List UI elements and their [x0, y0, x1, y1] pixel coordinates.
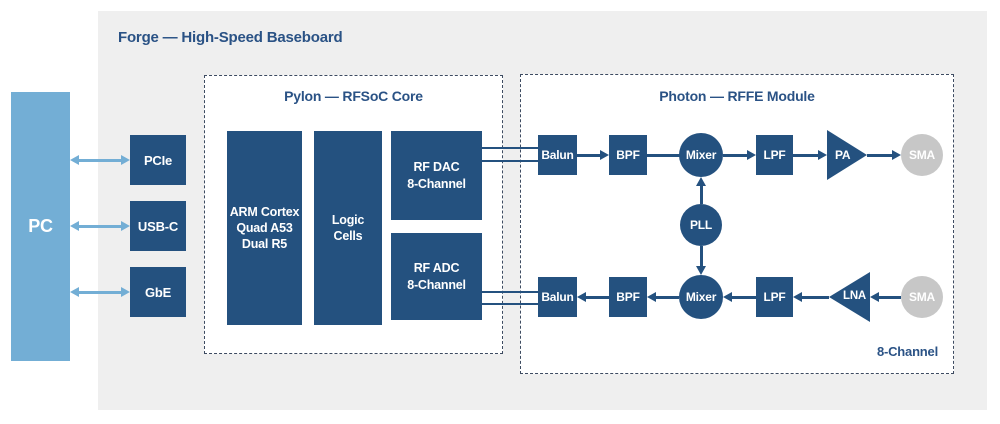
tx-sma-label: SMA	[908, 148, 936, 162]
rf-adc-line2: 8-Channel	[407, 277, 466, 292]
pc-label: PC	[28, 216, 53, 236]
rx-lpf-block: LPF	[756, 277, 793, 317]
rx-bpf-balun-arrow	[577, 292, 609, 302]
tx-lpf-pa-arrow	[793, 150, 827, 160]
board-title: Forge — High-Speed Baseboard	[118, 29, 343, 46]
pc-pcie-arrow	[70, 155, 130, 165]
usbc-label: USB-C	[137, 218, 179, 234]
rx-sma-lna-arrow	[870, 292, 901, 302]
dac-balun-line-2	[482, 160, 538, 162]
adc-balun-line-1	[482, 291, 538, 293]
arm-line1: ARM Cortex	[229, 204, 300, 219]
rx-lna-lpf-arrow	[793, 292, 829, 302]
tx-lpf-label: LPF	[763, 148, 786, 162]
tx-mixer-label: Mixer	[685, 148, 717, 162]
rx-sma-label: SMA	[908, 290, 936, 304]
arm-line3: Dual R5	[241, 237, 288, 252]
tx-balun-bpf-arrow	[577, 150, 609, 160]
photon-title: Photon — RFFE Module	[659, 88, 815, 104]
rf-dac-line2: 8-Channel	[407, 176, 466, 191]
pcie-block: PCIe	[130, 135, 186, 185]
logic-line2: Cells	[333, 229, 363, 243]
tx-bpf-label: BPF	[616, 148, 640, 162]
rx-balun-block: Balun	[538, 277, 577, 317]
tx-bpf-mixer-line	[647, 153, 680, 157]
gbe-label: GbE	[144, 284, 172, 300]
tx-sma-connector: SMA	[901, 134, 943, 176]
pll-circle: PLL	[680, 204, 722, 246]
usbc-block: USB-C	[130, 201, 186, 251]
tx-balun-block: Balun	[538, 135, 577, 175]
photon-module-box	[520, 74, 954, 374]
arm-line2: Quad A53	[236, 220, 293, 235]
gbe-block: GbE	[130, 267, 186, 317]
lna-amplifier-triangle	[829, 272, 870, 322]
pa-label: PA	[835, 148, 851, 162]
arm-cortex-block: ARM Cortex Quad A53 Dual R5	[227, 131, 302, 325]
rx-lpf-label: LPF	[763, 290, 786, 304]
tx-bpf-block: BPF	[609, 135, 647, 175]
photon-channel-note: 8-Channel	[876, 344, 938, 359]
dac-balun-line-1	[482, 147, 538, 149]
pll-label: PLL	[689, 218, 713, 232]
pylon-title: Pylon — RFSoC Core	[284, 88, 423, 104]
lna-label: LNA	[843, 290, 867, 302]
rx-mixer-label: Mixer	[685, 290, 717, 304]
rx-bpf-label: BPF	[616, 290, 640, 304]
pll-rxmixer-arrow	[696, 246, 706, 275]
rx-mixer-circle: Mixer	[679, 275, 723, 319]
rf-adc-block: RF ADC 8-Channel	[391, 233, 482, 320]
rx-lpf-mixer-arrow	[723, 292, 756, 302]
rf-dac-block: RF DAC 8-Channel	[391, 131, 482, 220]
tx-mixer-circle: Mixer	[679, 133, 723, 177]
pc-gbe-arrow	[70, 287, 130, 297]
logic-cells-block: Logic Cells	[314, 131, 382, 325]
tx-mixer-lpf-arrow	[723, 150, 756, 160]
tx-pa-sma-arrow	[867, 150, 901, 160]
rf-adc-line1: RF ADC	[413, 261, 460, 276]
tx-lpf-block: LPF	[756, 135, 793, 175]
pa-amplifier-triangle	[827, 130, 867, 180]
tx-balun-label: Balun	[541, 148, 574, 162]
rx-bpf-block: BPF	[609, 277, 647, 317]
pc-usbc-arrow	[70, 221, 130, 231]
rx-mixer-bpf-arrow	[647, 292, 679, 302]
rf-dac-line1: RF DAC	[413, 160, 460, 175]
logic-line1: Logic	[331, 212, 365, 227]
rx-balun-label: Balun	[541, 290, 574, 304]
pc-block: PC	[11, 92, 70, 361]
adc-balun-line-2	[482, 303, 538, 305]
pll-txmixer-arrow	[696, 177, 706, 204]
rx-sma-connector: SMA	[901, 276, 943, 318]
pcie-label: PCIe	[143, 152, 173, 168]
